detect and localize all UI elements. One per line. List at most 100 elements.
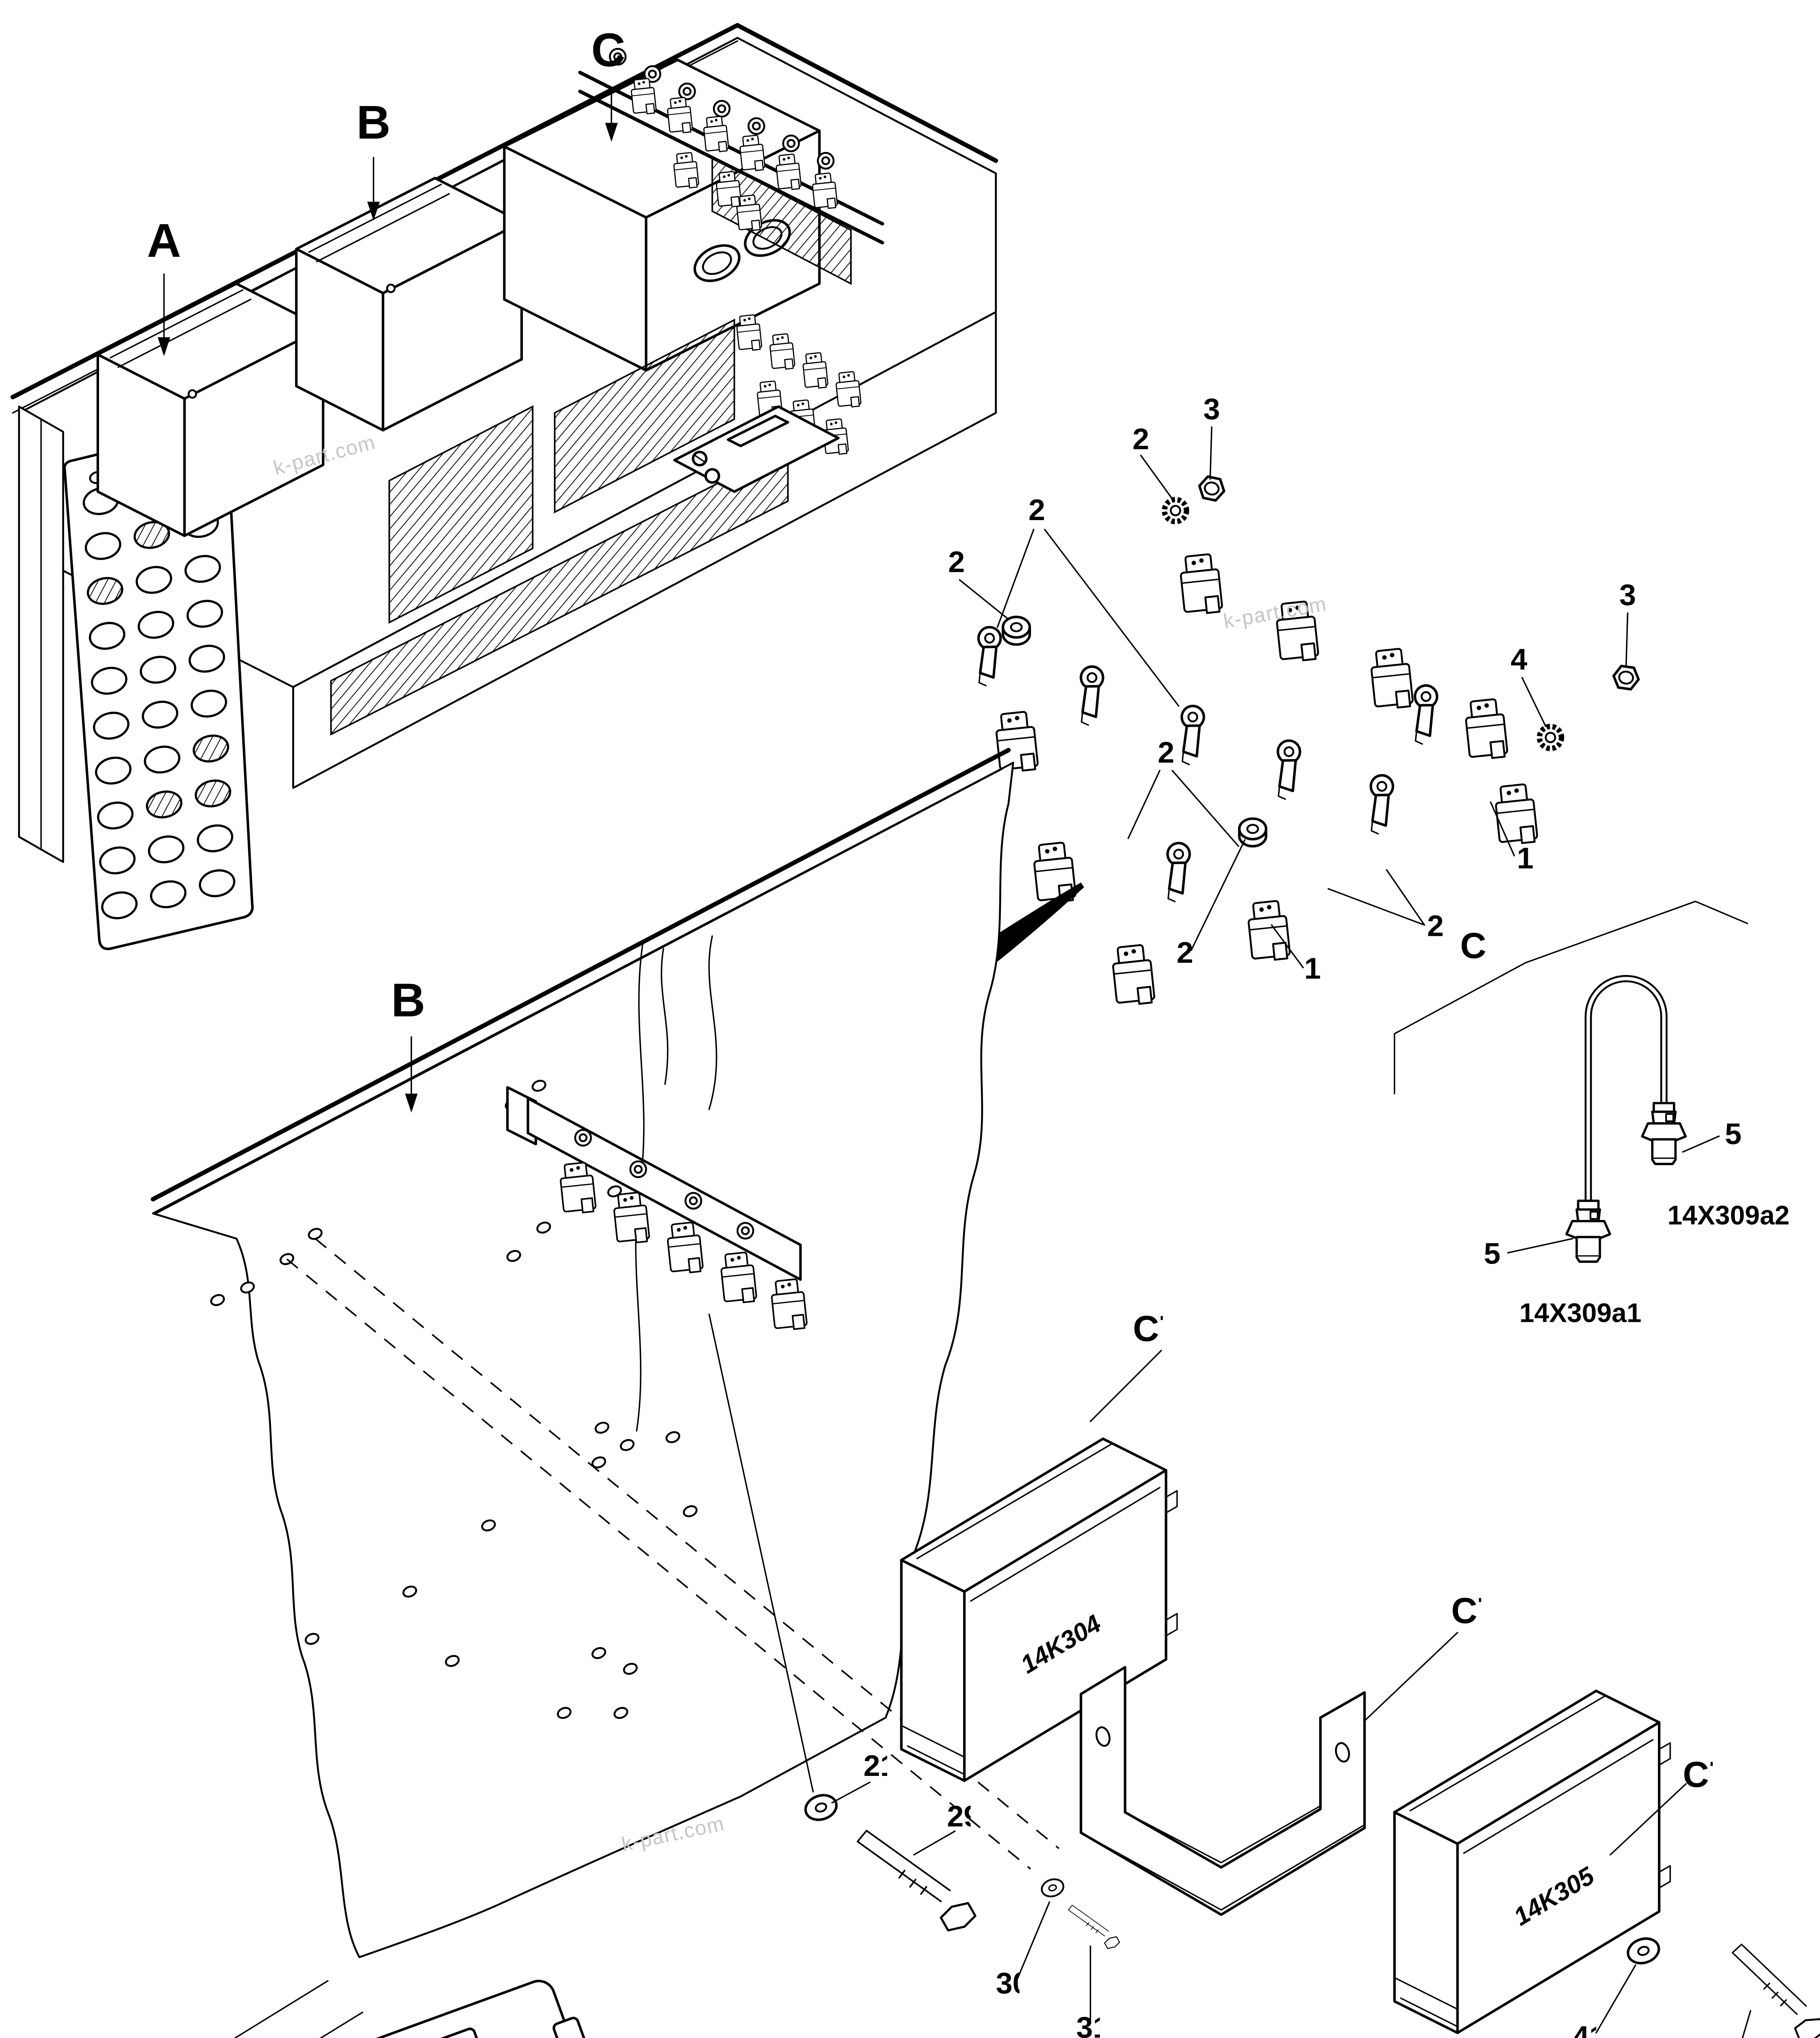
callout-label-C7: C7 bbox=[1133, 1308, 1179, 1349]
callout-label-C7: C7 bbox=[1683, 1754, 1729, 1795]
arrow-down-icon bbox=[405, 1094, 418, 1113]
plate-hole bbox=[188, 644, 225, 673]
heatsink-fins bbox=[388, 405, 533, 624]
section-label-A: A bbox=[147, 214, 181, 267]
section-label-B: B bbox=[357, 96, 391, 149]
callout-label-2: 2 bbox=[948, 545, 965, 578]
relay bbox=[1179, 554, 1223, 615]
bus-bar-studs bbox=[609, 48, 835, 170]
panel-b-holes bbox=[210, 1080, 698, 1719]
panel-hole bbox=[506, 1250, 521, 1262]
relay bbox=[1247, 900, 1290, 962]
plate-hole bbox=[99, 846, 136, 875]
panel-hole bbox=[595, 1422, 610, 1434]
panel-hole bbox=[308, 1228, 323, 1240]
plate-hole bbox=[89, 622, 126, 650]
plate-hole bbox=[148, 835, 185, 864]
watermark-text: k-part.com bbox=[1282, 2036, 1389, 2038]
plate-hole bbox=[137, 611, 174, 639]
callout-label-21: 21 bbox=[864, 1749, 897, 1782]
callout-label-1: 1 bbox=[1304, 952, 1321, 985]
plate-hole bbox=[139, 655, 176, 684]
callout-label-3: 3 bbox=[1619, 578, 1636, 612]
plate-hole bbox=[143, 746, 181, 774]
ring-terminal bbox=[1161, 842, 1196, 902]
arrow-down-icon bbox=[157, 337, 170, 356]
panel-hole bbox=[481, 1519, 496, 1532]
plate-hole bbox=[198, 869, 236, 898]
plate-hole bbox=[86, 577, 123, 605]
heatsink-strip bbox=[330, 446, 789, 736]
panel-hole bbox=[607, 1185, 622, 1198]
panel-hole bbox=[623, 1663, 638, 1675]
plate-hole bbox=[184, 555, 221, 583]
section-label-B: B bbox=[391, 974, 425, 1027]
panel-hole bbox=[304, 1633, 319, 1645]
heatsink-fins bbox=[711, 156, 852, 285]
callout-label-29: 29 bbox=[947, 1800, 981, 1833]
ring-terminal bbox=[1364, 774, 1399, 835]
panel-hole bbox=[557, 1707, 572, 1719]
relay bbox=[1370, 648, 1413, 710]
arrow-down-icon bbox=[605, 123, 618, 142]
plate-hole bbox=[194, 779, 231, 807]
switch-bracket bbox=[673, 405, 840, 493]
plate-hole bbox=[91, 666, 128, 695]
part-id-14X309a1: 14X309a1 bbox=[1519, 1298, 1642, 1328]
ring-terminal bbox=[972, 626, 1007, 686]
plate-hole bbox=[93, 712, 130, 740]
callout-label-3: 3 bbox=[1203, 392, 1220, 426]
ring-terminal bbox=[1074, 665, 1110, 726]
cable-assembly-14x309 bbox=[1394, 900, 1748, 1262]
callout-label-1: 1 bbox=[1517, 841, 1534, 875]
relay-exploded-group bbox=[972, 475, 1640, 1006]
ring-terminal bbox=[1271, 739, 1307, 800]
panel-hole bbox=[591, 1647, 606, 1659]
panel-hole bbox=[591, 1456, 606, 1469]
panel-hole bbox=[683, 1505, 698, 1517]
relay bbox=[1464, 698, 1508, 760]
section-label-C: C bbox=[591, 23, 626, 76]
section-boundary bbox=[234, 1980, 364, 2038]
callout-label-4: 4 bbox=[1511, 643, 1527, 676]
callout-label-2: 2 bbox=[1177, 936, 1193, 969]
panel-hole bbox=[665, 1431, 681, 1443]
panel-b bbox=[150, 748, 1014, 1959]
leader-lines bbox=[708, 426, 1752, 2038]
panel-hole bbox=[240, 1281, 255, 1294]
relay bbox=[1494, 783, 1538, 845]
plate-hole bbox=[196, 824, 234, 853]
plate-hole bbox=[145, 790, 183, 818]
plate-hole bbox=[186, 600, 223, 628]
part-id-14X309a2: 14X309a2 bbox=[1668, 1200, 1790, 1230]
plate-hole bbox=[192, 734, 229, 763]
callout-label-C7: C7 bbox=[1451, 1590, 1498, 1631]
panel-hole bbox=[613, 1707, 628, 1719]
panel-hole bbox=[620, 1439, 635, 1451]
plate-hole bbox=[84, 532, 121, 560]
plate-hole bbox=[95, 757, 132, 785]
plate-hole bbox=[141, 701, 178, 729]
plate-hole bbox=[101, 891, 138, 920]
ring-terminal bbox=[1175, 705, 1210, 765]
module-box-b bbox=[295, 176, 523, 432]
section-boundary bbox=[1394, 900, 1748, 1094]
heatsink-fins bbox=[554, 318, 735, 514]
callout-label-41: 41 bbox=[1573, 2020, 1606, 2038]
ring-terminal bbox=[1408, 684, 1443, 745]
plate-hole bbox=[97, 801, 134, 829]
callout-label-2: 2 bbox=[1029, 493, 1045, 527]
relay-rail bbox=[506, 935, 808, 1332]
callout-label-2: 2 bbox=[1427, 909, 1444, 942]
module-box-a bbox=[96, 282, 324, 537]
module-14k305 bbox=[1393, 1690, 1671, 2034]
panel-hole bbox=[445, 1655, 460, 1667]
plate-hole bbox=[133, 521, 170, 549]
main-assembly bbox=[10, 23, 998, 951]
plate-hole bbox=[135, 566, 172, 594]
panel-hole bbox=[402, 1586, 417, 1598]
hidden-lines bbox=[286, 1238, 1060, 1870]
callout-label-30: 30 bbox=[996, 1967, 1029, 2000]
